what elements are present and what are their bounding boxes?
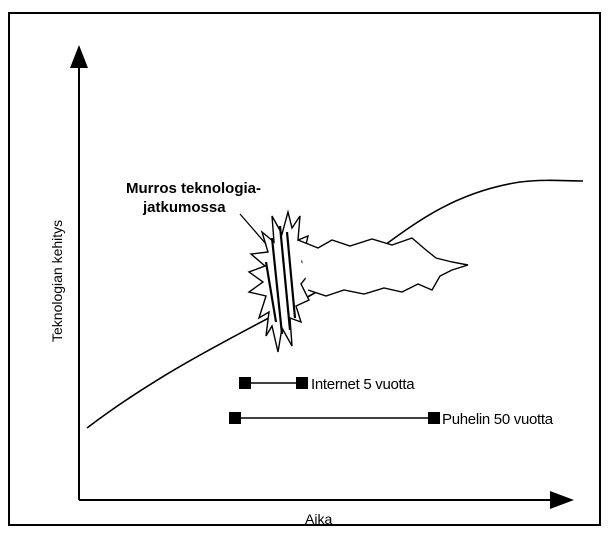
callout-pointer — [239, 213, 267, 245]
disruption-burst — [247, 209, 313, 353]
timeline-phone: Puhelin 50 vuotta — [229, 411, 554, 428]
timeline-internet: Internet 5 vuotta — [239, 376, 416, 393]
burst-hatching — [264, 225, 297, 335]
timeline-start-marker — [229, 412, 241, 424]
x-axis-label: Aika — [305, 511, 332, 527]
frame — [8, 12, 601, 526]
callout-line-1: Murros teknologia- — [126, 180, 261, 197]
timeline-start-marker — [239, 377, 251, 389]
timeline-end-marker — [296, 377, 308, 389]
timeline-label: Puhelin 50 vuotta — [442, 411, 554, 428]
new-technology-path — [297, 237, 469, 297]
y-axis-arrow — [70, 45, 88, 68]
timeline-label: Internet 5 vuotta — [311, 376, 415, 393]
y-axis-label: Teknologian kehitys — [49, 220, 65, 342]
x-axis-arrow — [550, 491, 574, 509]
callout-line-2: jatkumossa — [142, 199, 226, 216]
timeline-end-marker — [428, 412, 440, 424]
